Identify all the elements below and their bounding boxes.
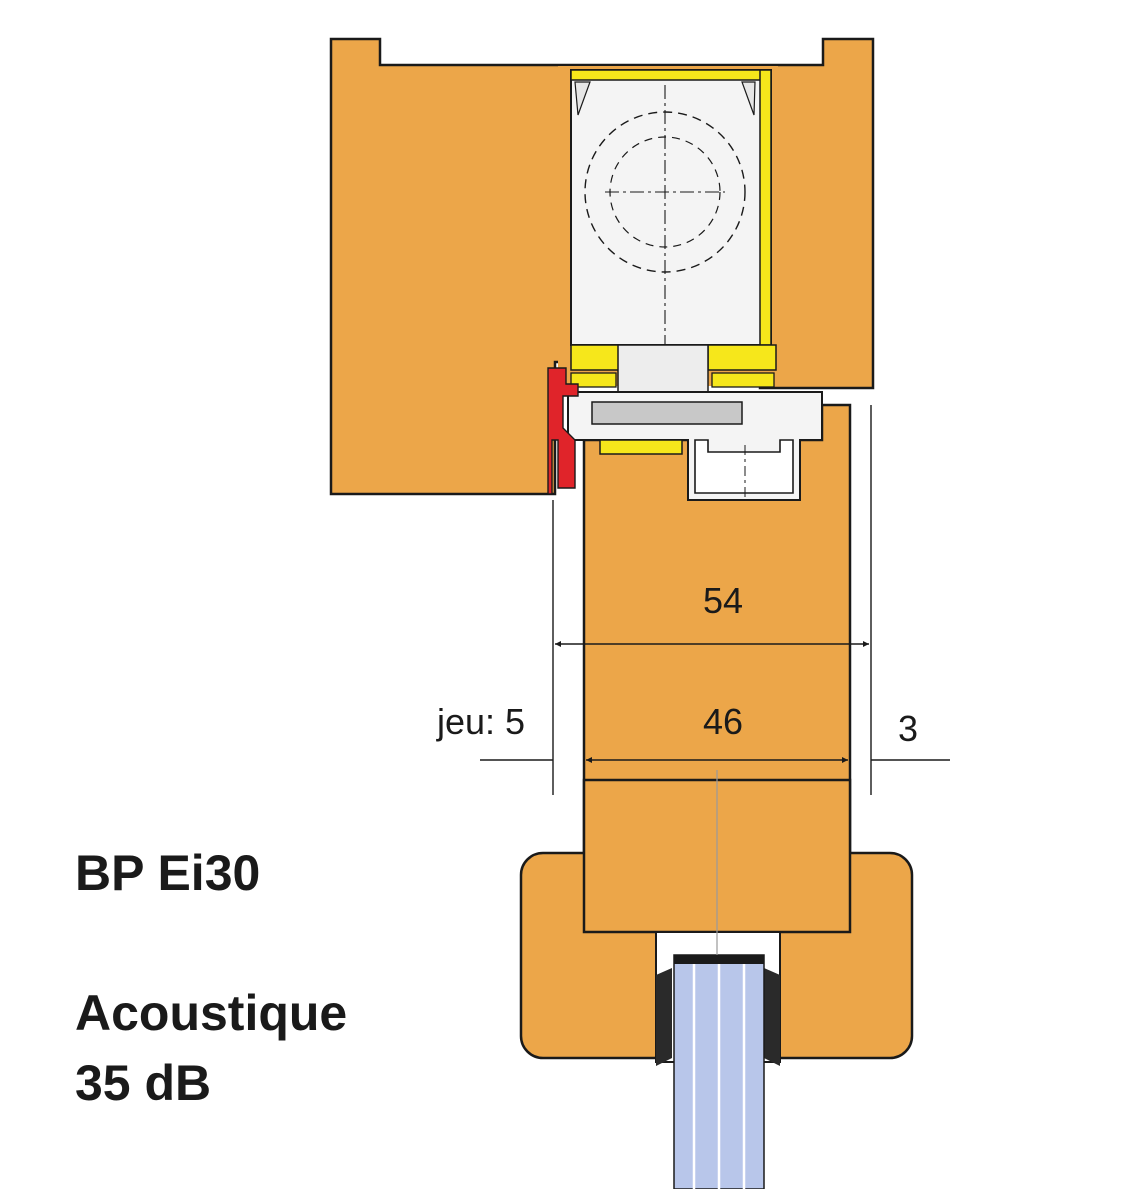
rail-channel	[694, 439, 794, 494]
red-seal-profile	[547, 367, 579, 495]
dimension-label-leaf: 46	[703, 701, 744, 742]
dimension-label-offset: 3	[898, 708, 919, 749]
glass-edge-top	[674, 955, 764, 964]
intumescent-strip-leaf	[599, 439, 683, 455]
cavity-chamfer	[574, 81, 756, 116]
intumescent-pad-low-right	[711, 372, 775, 388]
hardware-cavity	[570, 69, 772, 346]
glazing-bead-right	[764, 968, 780, 1066]
intumescent-pad-low-left	[570, 372, 617, 388]
intumescent-strip-right	[759, 69, 772, 346]
intumescent-strip-top	[570, 69, 772, 81]
intumescent-pad-right	[707, 344, 777, 371]
glazing-bead-left	[656, 968, 672, 1066]
acoustic-type: Acoustique	[75, 985, 348, 1041]
dimension-label-gap: jeu: 5	[437, 701, 526, 742]
intumescent-pad-left	[570, 344, 625, 371]
acoustic-rating: 35 dB	[75, 1055, 212, 1111]
gray-slider-block	[591, 401, 743, 425]
dimension-label-overall: 54	[703, 580, 744, 621]
product-name: BP Ei30	[75, 845, 261, 901]
